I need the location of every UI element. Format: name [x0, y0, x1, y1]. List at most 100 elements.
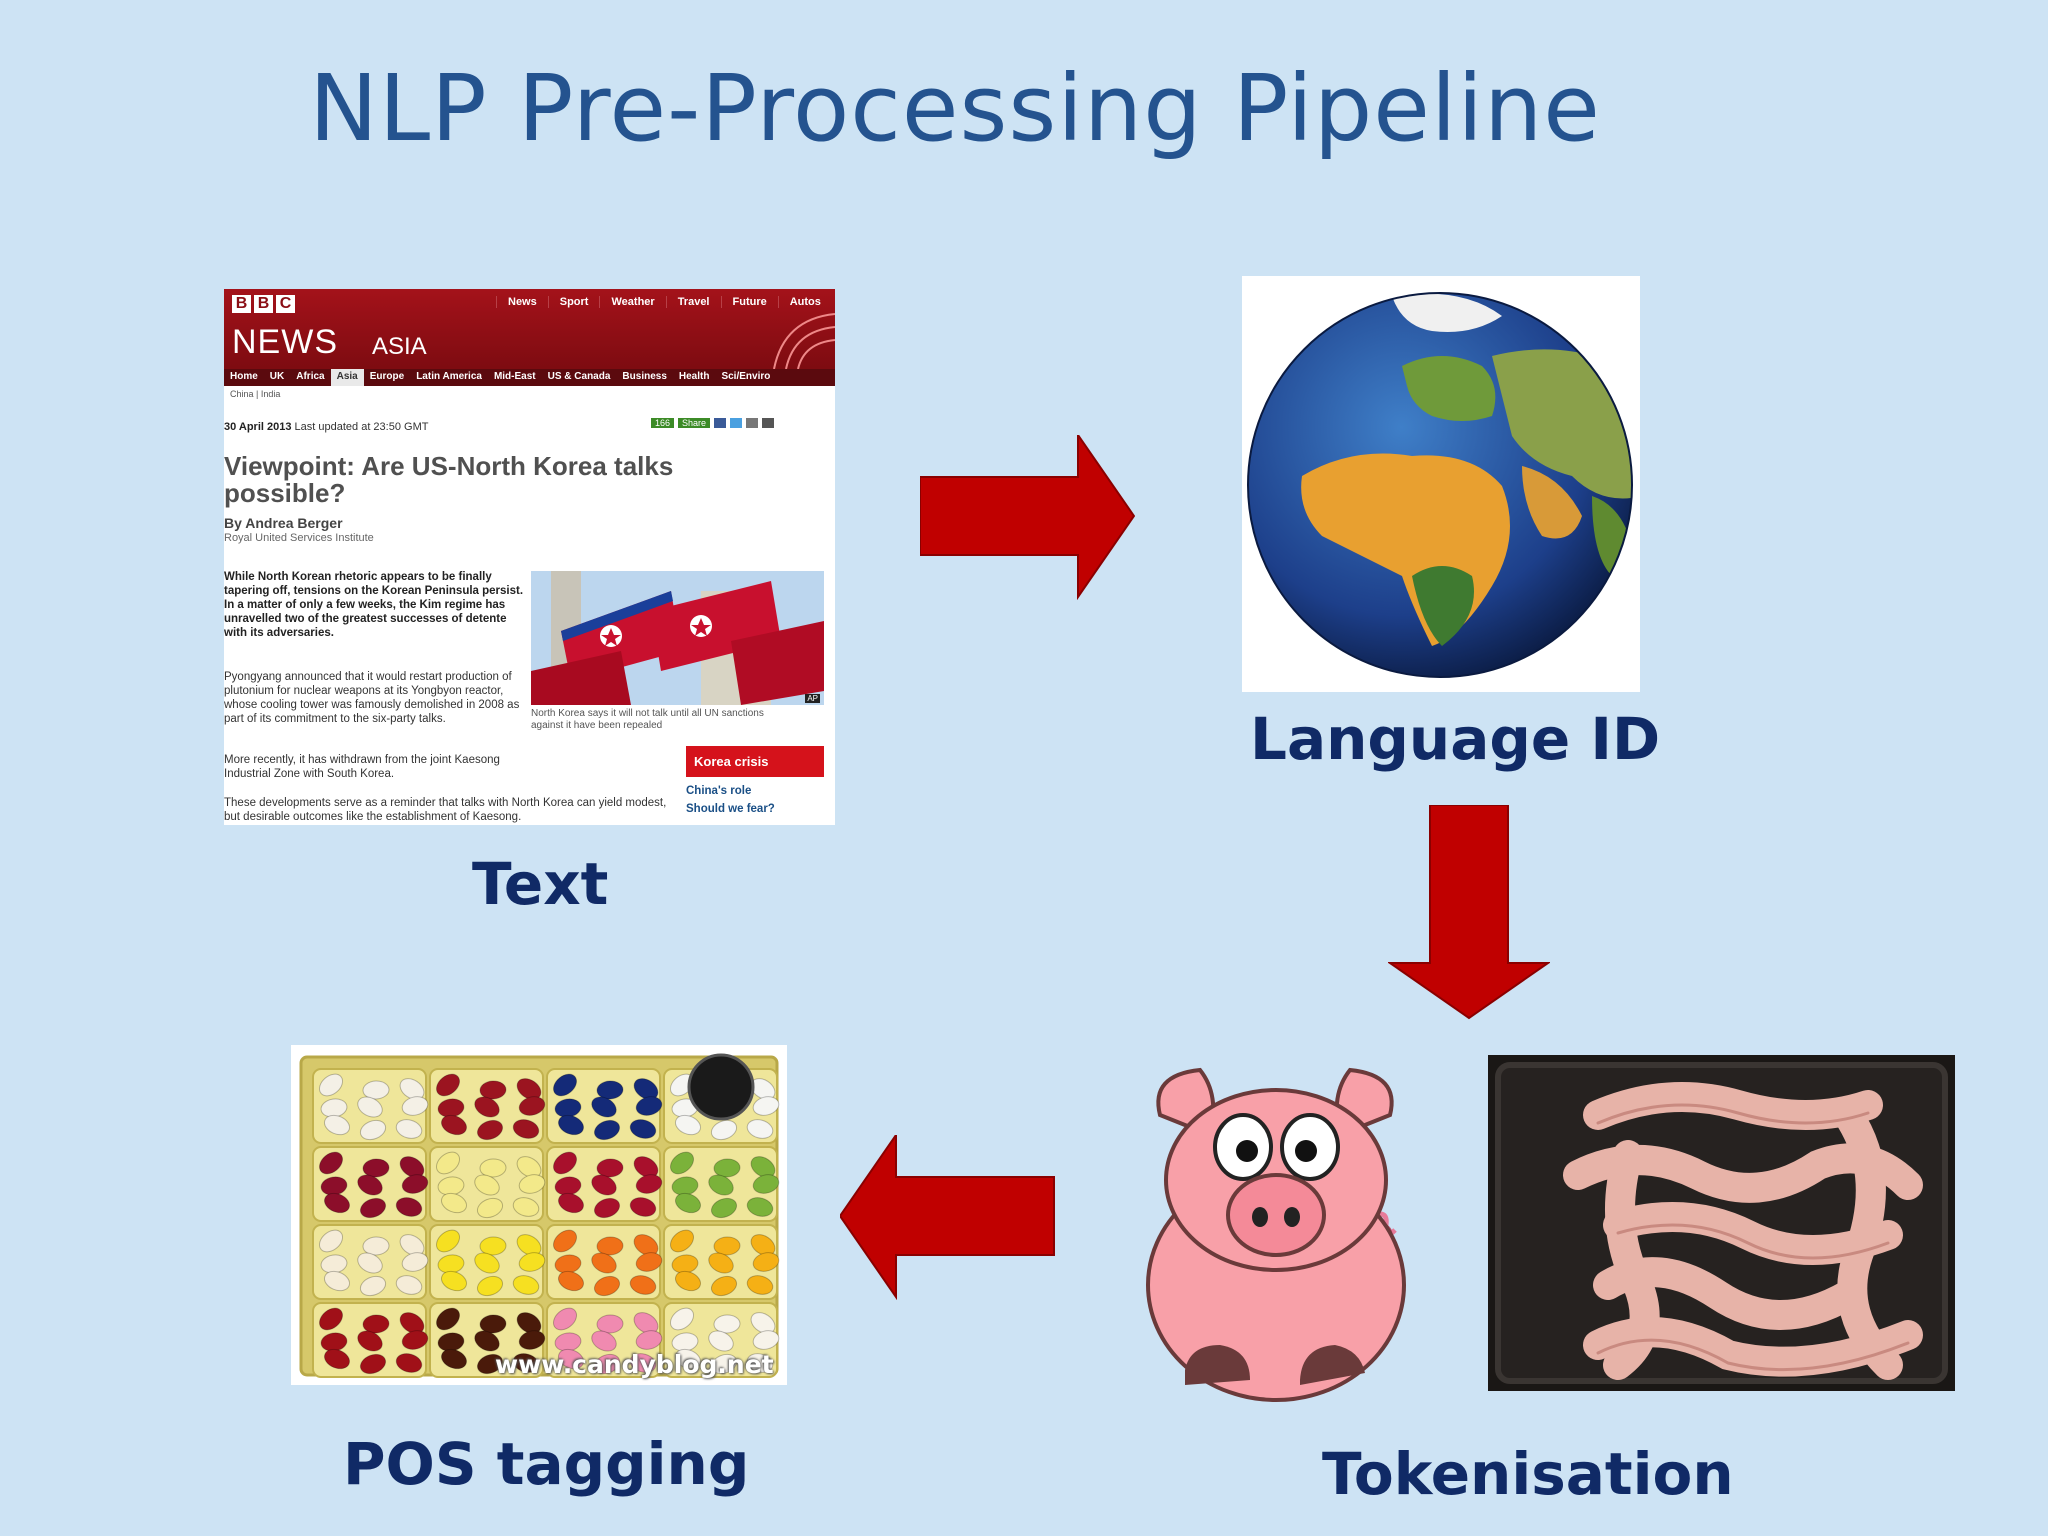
section-nav-item: Latin America [416, 371, 482, 382]
jelly-bean [362, 1236, 390, 1256]
jelly-bean [633, 1312, 659, 1334]
north-korea-flags-photo: AP [531, 571, 824, 705]
jelly-bean [318, 1307, 344, 1331]
section-nav-item: Mid-East [493, 371, 536, 382]
jelly-bean [708, 1174, 734, 1196]
jelly-bean [596, 1236, 624, 1256]
top-nav-item: Travel [665, 296, 721, 308]
jelly-bean [708, 1330, 734, 1352]
jelly-bean [750, 1312, 776, 1334]
jelly-bean [635, 1330, 663, 1350]
jelly-bean [362, 1158, 390, 1178]
jelly-bean [512, 1119, 540, 1139]
jelly-bean [395, 1197, 423, 1217]
jelly-bean [752, 1096, 780, 1116]
jelly-bean [440, 1348, 468, 1370]
jelly-bean [557, 1348, 585, 1370]
jelly-bean [752, 1252, 780, 1272]
jelly-bean [629, 1275, 657, 1295]
jelly-bean [359, 1119, 387, 1141]
bbc-header-bar: B B C News Sport Weather Travel Future A… [224, 289, 835, 376]
section-nav-item: Sci/Enviro [721, 371, 771, 382]
jelly-bean [318, 1151, 344, 1175]
step-label-pos-tagging: POS tagging [343, 1430, 750, 1498]
jelly-bean [593, 1197, 621, 1219]
jelly-bean [440, 1114, 468, 1136]
jelly-bean [635, 1252, 663, 1272]
section-nav-item-active: Asia [330, 369, 364, 386]
section-nav-item: Africa [296, 371, 325, 382]
box-logo-seal [687, 1053, 755, 1121]
cartoon-pig-image [1146, 1067, 1406, 1402]
jelly-bean [399, 1234, 425, 1256]
jelly-bean [674, 1114, 702, 1136]
jelly-bean [399, 1312, 425, 1334]
article-updated: Last updated at 23:50 GMT [294, 421, 429, 433]
share-button-label: Share [678, 418, 711, 428]
section-nav-item: Health [678, 371, 710, 382]
jelly-bean [635, 1174, 663, 1194]
jelly-bean [591, 1330, 617, 1352]
bbc-logo-letter: B [254, 295, 273, 313]
arrow-left-icon [840, 1135, 1055, 1300]
jelly-bean [318, 1073, 344, 1097]
article-institute: Royal United Services Institute [224, 532, 374, 544]
jelly-bean [512, 1197, 540, 1217]
bbc-news-wordmark: NEWS [232, 323, 338, 361]
top-nav-item: Future [720, 296, 778, 308]
jelly-bean [633, 1156, 659, 1178]
share-bar: 166 Share [651, 418, 775, 428]
step-label-text: Text [472, 850, 609, 918]
jelly-bean [399, 1156, 425, 1178]
jelly-bean [518, 1252, 546, 1272]
jelly-bean [359, 1353, 387, 1375]
jelly-bean [318, 1229, 344, 1253]
header-swoosh-graphic [773, 313, 835, 369]
jelly-bean [323, 1114, 351, 1136]
jelly-bean [476, 1275, 504, 1297]
jelly-bean [395, 1275, 423, 1295]
jelly-bean [552, 1307, 578, 1331]
jelly-bean [596, 1080, 624, 1100]
globe-image [1242, 276, 1640, 692]
jelly-bean [557, 1114, 585, 1136]
article-headline: Viewpoint: Are US-North Korea talks poss… [224, 451, 674, 508]
candyblog-watermark: www.candyblog.net [495, 1350, 774, 1379]
jelly-bean [399, 1078, 425, 1100]
jelly-bean [633, 1078, 659, 1100]
jelly-bean [395, 1353, 423, 1373]
jelly-bean [713, 1158, 741, 1178]
bbc-top-nav: News Sport Weather Travel Future Autos [496, 296, 832, 308]
jelly-bean [440, 1192, 468, 1214]
jelly-bean [669, 1151, 695, 1175]
jelly-bean [750, 1156, 776, 1178]
jelly-bean [629, 1197, 657, 1217]
jelly-bean [635, 1096, 663, 1116]
jelly-bean [557, 1192, 585, 1214]
jelly-bean [669, 1229, 695, 1253]
jelly-bean [591, 1096, 617, 1118]
jelly-bean [557, 1270, 585, 1292]
jelly-bean [357, 1330, 383, 1352]
jelly-bean [512, 1275, 540, 1295]
section-nav-item: Business [622, 371, 667, 382]
jelly-bean [516, 1078, 542, 1100]
step-label-tokenisation: Tokenisation [1322, 1440, 1734, 1508]
section-nav-item: US & Canada [547, 371, 611, 382]
jelly-bean [552, 1151, 578, 1175]
jelly-bean [479, 1080, 507, 1100]
top-nav-item: News [496, 296, 548, 308]
jelly-bean [752, 1174, 780, 1194]
jelly-bean [362, 1080, 390, 1100]
jelly-bean [476, 1353, 504, 1375]
jelly-bean [435, 1307, 461, 1331]
jelly-bean [710, 1275, 738, 1297]
jelly-bean [476, 1197, 504, 1219]
jelly-bean [435, 1229, 461, 1253]
jelly-bean [746, 1275, 774, 1295]
step-label-language-id: Language ID [1250, 705, 1661, 773]
sausages-photo [1488, 1055, 1955, 1391]
jelly-bean [401, 1096, 429, 1116]
jelly-bean [440, 1270, 468, 1292]
jelly-bean [479, 1236, 507, 1256]
